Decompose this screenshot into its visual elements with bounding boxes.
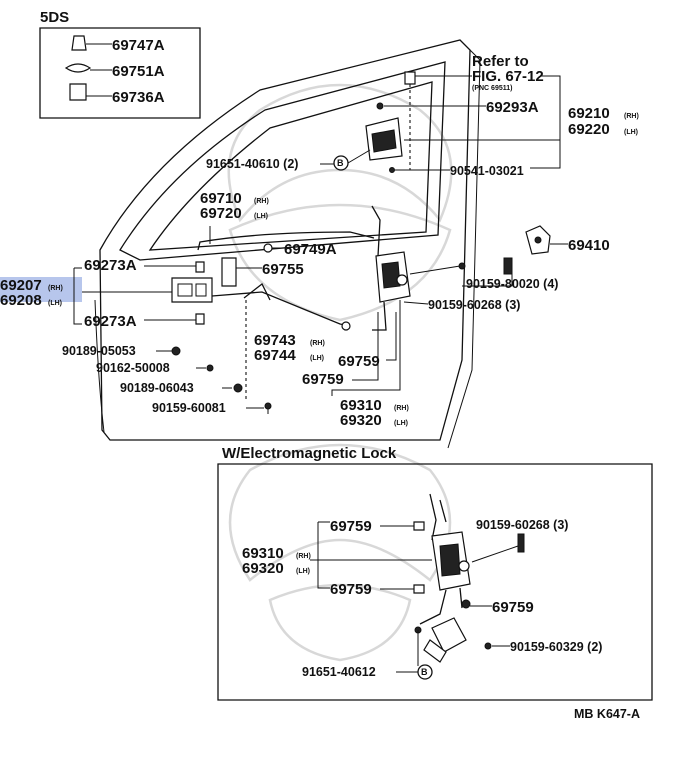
svg-text:(LH): (LH): [254, 213, 268, 220]
svg-text:(RH): (RH): [254, 198, 269, 205]
svg-text:(RH): (RH): [48, 285, 63, 292]
label-69720: 69720: [200, 205, 242, 222]
svg-text:(LH): (LH): [48, 300, 62, 307]
actuator-motor-icon: [431, 617, 467, 653]
label-69744: 69744: [254, 347, 296, 364]
lower-label-69759-b: 69759: [330, 581, 372, 598]
lower-label-69310: 69310: [242, 545, 284, 562]
label-69208: 69208: [0, 292, 42, 309]
svg-text:B: B: [337, 158, 344, 168]
label-69207: 69207: [0, 277, 42, 294]
svg-text:(RH): (RH): [394, 405, 409, 412]
grommet-icon: [64, 63, 92, 73]
lower-bolt-b-circle-icon: [417, 664, 433, 680]
refer-line1: Refer to: [472, 53, 529, 70]
label-69320: 69320: [340, 412, 382, 429]
label-69220: 69220: [568, 121, 610, 138]
label-90159-60268: 90159-60268 (3): [428, 298, 520, 312]
label-69273A-top: 69273A: [84, 257, 137, 274]
label-69743: 69743: [254, 332, 296, 349]
label-69310: 69310: [340, 397, 382, 414]
lower-label-90159-60268: 90159-60268 (3): [476, 518, 568, 532]
svg-text:(RH): (RH): [310, 340, 325, 347]
lock-rod: [197, 231, 375, 251]
refer-line2: FIG. 67-12: [472, 68, 544, 85]
svg-text:(LH): (LH): [310, 355, 324, 362]
lock-cylinder-icon: [404, 71, 416, 85]
svg-text:(RH): (RH): [624, 113, 639, 120]
lower-label-69320: 69320: [242, 560, 284, 577]
inset-part-2: 69751A: [112, 63, 165, 80]
lower-label-91651-40612: 91651-40612: [302, 665, 376, 679]
lower-box: [217, 463, 653, 701]
label-90159-60081: 90159-60081: [152, 401, 226, 415]
cap-icon: [69, 83, 87, 101]
watermark-emblem: [227, 83, 453, 662]
lower-label-69759-a: 69759: [330, 518, 372, 535]
label-69210: 69210: [568, 105, 610, 122]
label-90189-06043: 90189-06043: [120, 381, 194, 395]
label-91651-40610: 91651-40610 (2): [206, 157, 298, 171]
inset-title: 5DS: [40, 9, 69, 26]
label-69755: 69755: [262, 261, 304, 278]
svg-text:(RH): (RH): [296, 553, 311, 560]
cylinder-spring-icon: [221, 257, 237, 287]
label-69293A: 69293A: [486, 99, 539, 116]
refer-line3: (PNC 69511): [472, 85, 512, 92]
svg-text:(LH): (LH): [624, 129, 638, 136]
lower-title: W/Electromagnetic Lock: [222, 445, 397, 462]
label-69273A-bot: 69273A: [84, 313, 137, 330]
lower-label-90159-60329: 90159-60329 (2): [510, 640, 602, 654]
inset-5ds: 5DS 69747A 69751A 69736A: [39, 9, 201, 119]
label-69759-b: 69759: [302, 371, 344, 388]
clip-icon: [71, 35, 87, 51]
label-90162-50008: 90162-50008: [96, 361, 170, 375]
svg-text:B: B: [421, 667, 428, 677]
label-90159-80020: 90159-80020 (4): [466, 277, 558, 291]
inset-part-1: 69747A: [112, 37, 165, 54]
inset-part-3: 69736A: [112, 89, 165, 106]
door-outline: [94, 39, 481, 449]
label-69759-a: 69759: [338, 353, 380, 370]
figure-code: MB K647-A: [574, 707, 640, 721]
label-69710: 69710: [200, 190, 242, 207]
highlight-69207: [0, 277, 82, 302]
label-69410: 69410: [568, 237, 610, 254]
svg-text:(LH): (LH): [296, 568, 310, 575]
label-69749A: 69749A: [284, 241, 337, 258]
lower-label-69759-c: 69759: [492, 599, 534, 616]
svg-text:(LH): (LH): [394, 420, 408, 427]
label-90541-03021: 90541-03021: [450, 164, 524, 178]
label-90189-05053: 90189-05053: [62, 344, 136, 358]
